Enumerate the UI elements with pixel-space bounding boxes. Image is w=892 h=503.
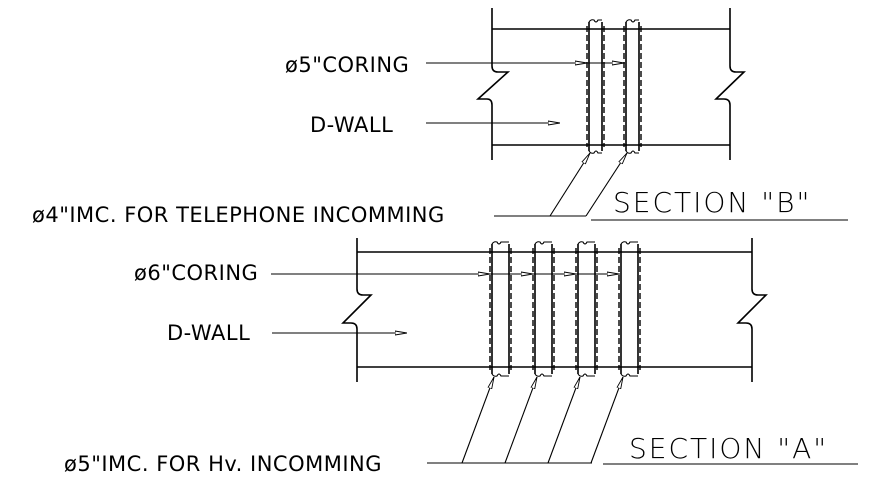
pipe-break-top [577, 241, 595, 245]
section-a-title: SECTION "A" [629, 432, 828, 465]
section-b: ø5"CORING D-WALL ø4"IMC. FOR TELEPHONE I… [32, 8, 848, 227]
pipe-break-bottom [620, 373, 638, 377]
conduit-arrow [504, 377, 538, 464]
conduit-arrow [461, 377, 495, 464]
pipe-break-top [625, 19, 639, 23]
pipe-sleeve [575, 241, 598, 377]
pipe-sleeve [532, 241, 555, 377]
section-b-title: SECTION "B" [613, 186, 811, 219]
section-a-coring-label: ø6"CORING [134, 261, 258, 285]
section-b-conduit-label: ø4"IMC. FOR TELEPHONE INCOMMING [32, 203, 445, 227]
pipe-break-bottom [491, 373, 509, 377]
section-b-pipes [586, 19, 642, 154]
section-a-conduit-label: ø5"IMC. FOR Hv. INCOMMING [64, 452, 382, 476]
section-a: ø6"CORING D-WALL ø5"IMC. FOR Hv. INCOMMI… [64, 238, 858, 476]
break-line-left [341, 238, 373, 382]
conduit-arrow [549, 153, 591, 217]
pipe-break-top [620, 241, 638, 245]
pipe-break-bottom [588, 150, 602, 154]
conduit-arrow [585, 153, 628, 217]
pipe-sleeve [623, 19, 642, 154]
pipe-sleeve [489, 241, 512, 377]
section-b-wall-label: D-WALL [310, 113, 393, 137]
break-line-right [714, 8, 746, 160]
pipe-break-top [491, 241, 509, 245]
pipe-break-bottom [534, 373, 552, 377]
section-a-pipes [489, 241, 641, 377]
section-a-wall-label: D-WALL [167, 321, 250, 345]
break-line-left [475, 8, 511, 160]
conduit-arrow [547, 377, 581, 464]
pipe-break-top [534, 241, 552, 245]
break-line-right [736, 238, 768, 382]
section-b-wall [475, 8, 746, 160]
conduit-arrow [590, 377, 624, 464]
pipe-break-bottom [625, 150, 639, 154]
pipe-break-bottom [577, 373, 595, 377]
pipe-sleeve [586, 19, 605, 154]
section-b-coring-label: ø5"CORING [285, 53, 409, 77]
pipe-break-top [588, 19, 602, 23]
pipe-sleeve [618, 241, 641, 377]
